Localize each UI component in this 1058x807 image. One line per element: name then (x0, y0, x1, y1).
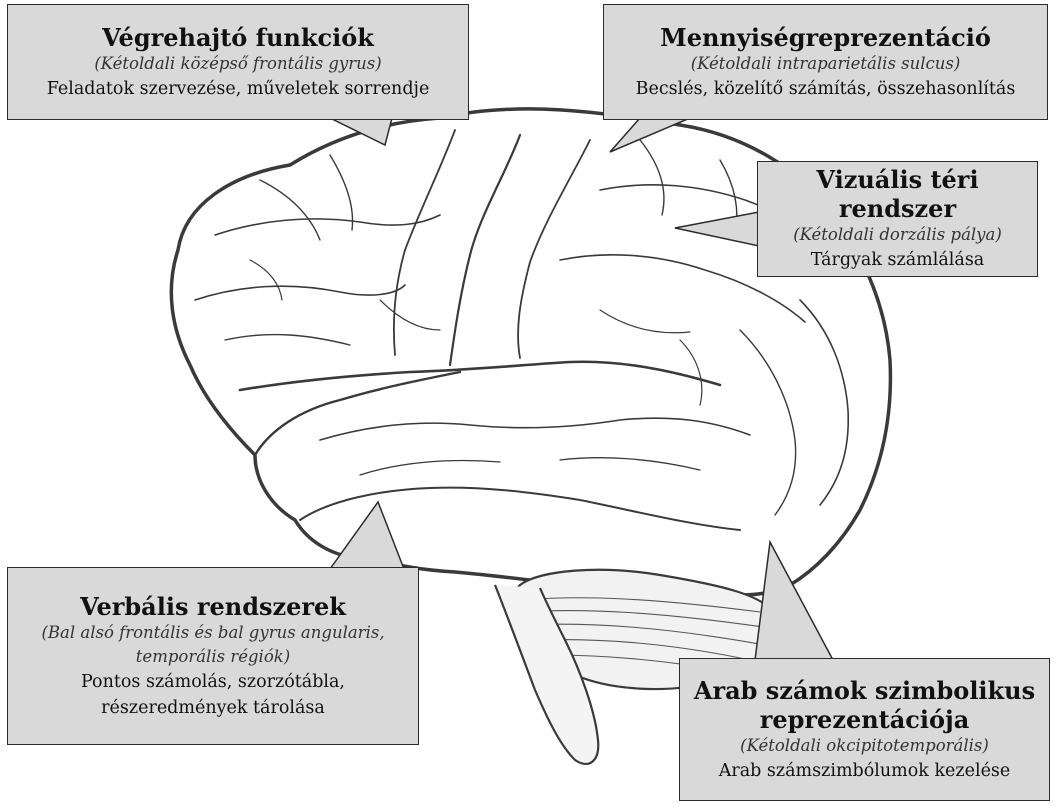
verbal-region-line1: (Bal alsó frontális és bal gyrus angular… (41, 621, 384, 645)
arabic-description: Arab számszimbólumok kezelése (719, 758, 1011, 784)
executive-functions-box: Végrehajtó funkciók (Kétoldali középső f… (7, 4, 469, 120)
verbal-description-line1: Pontos számolás, szorzótábla, (81, 669, 345, 695)
quantity-region: (Kétoldali intraparietális sulcus) (691, 52, 961, 76)
verbal-systems-box: Verbális rendszerek (Bal alsó frontális … (7, 567, 419, 745)
callout-pointer-quantity (610, 118, 690, 152)
visual-spatial-box: Vizuális téri rendszer (Kétoldali dorzál… (757, 161, 1038, 277)
verbal-title: Verbális rendszerek (80, 592, 346, 621)
quantity-representation-box: Mennyiségreprezentáció (Kétoldali intrap… (603, 4, 1048, 120)
callout-pointer-verbal (330, 502, 404, 569)
executive-region: (Kétoldali középső frontális gyrus) (94, 52, 381, 76)
arabic-region: (Kétoldali okcipitotemporális) (740, 734, 989, 758)
arabic-numerals-box: Arab számok szimbolikus reprezentációja … (679, 658, 1050, 801)
arabic-title-line1: Arab számok szimbolikus (694, 676, 1035, 705)
verbal-description-line2: részeredmények tárolása (101, 695, 325, 721)
visual-region: (Kétoldali dorzális pálya) (793, 223, 1002, 247)
quantity-description: Becslés, közelítő számítás, összehasonlí… (636, 76, 1016, 102)
verbal-region-line2: temporális régiók) (136, 645, 290, 669)
arabic-title-line2: reprezentációja (760, 705, 970, 734)
quantity-title: Mennyiségreprezentáció (660, 23, 991, 52)
callout-pointer-visual (675, 212, 759, 246)
visual-description: Tárgyak számlálása (811, 247, 985, 273)
executive-description: Feladatok szervezése, műveletek sorrendj… (47, 76, 430, 102)
executive-title: Végrehajtó funkciók (102, 23, 374, 52)
visual-title: Vizuális téri rendszer (758, 165, 1037, 223)
